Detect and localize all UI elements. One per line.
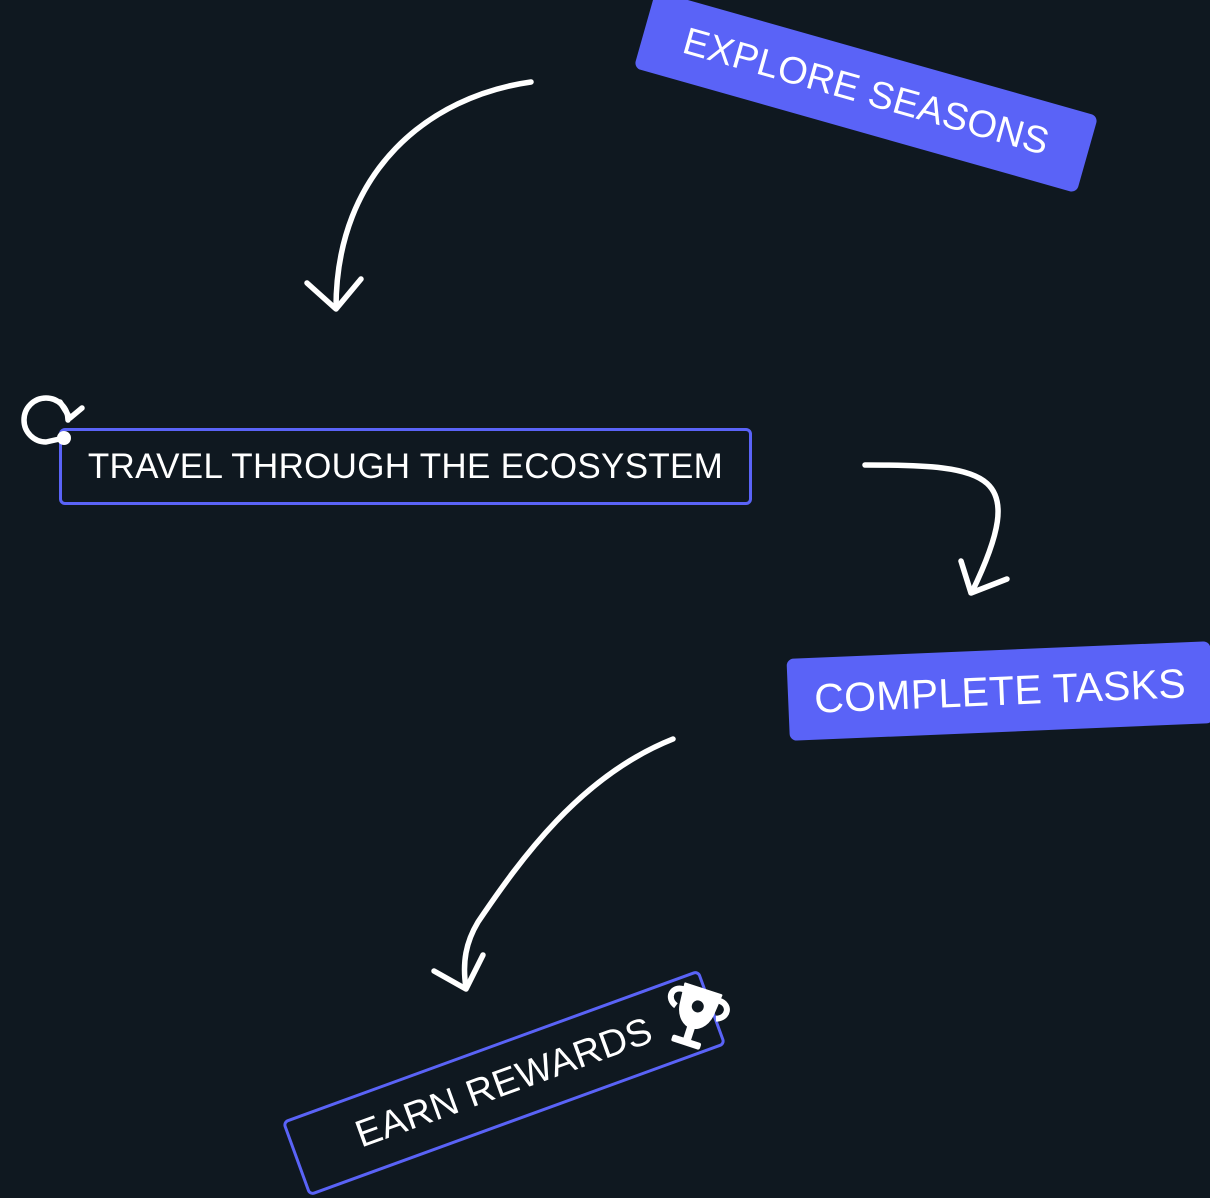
- replay-icon: [21, 395, 85, 445]
- arrow-complete-to-earn: [461, 736, 676, 991]
- arrow-explore-to-travel-head: [304, 276, 364, 312]
- arrow-travel-to-complete-head: [958, 558, 1010, 596]
- trophy-icon: [667, 982, 730, 1050]
- step-complete-tasks-label: COMPLETE TASKS: [813, 659, 1187, 722]
- arrow-complete-to-earn-head: [431, 952, 486, 992]
- step-complete-tasks: COMPLETE TASKS: [786, 641, 1210, 741]
- arrow-explore-to-travel: [333, 79, 534, 311]
- step-travel-ecosystem-label: TRAVEL THROUGH THE ECOSYSTEM: [87, 447, 724, 486]
- arrow-travel-to-complete: [862, 462, 1001, 595]
- step-travel-ecosystem: TRAVEL THROUGH THE ECOSYSTEM: [59, 428, 752, 505]
